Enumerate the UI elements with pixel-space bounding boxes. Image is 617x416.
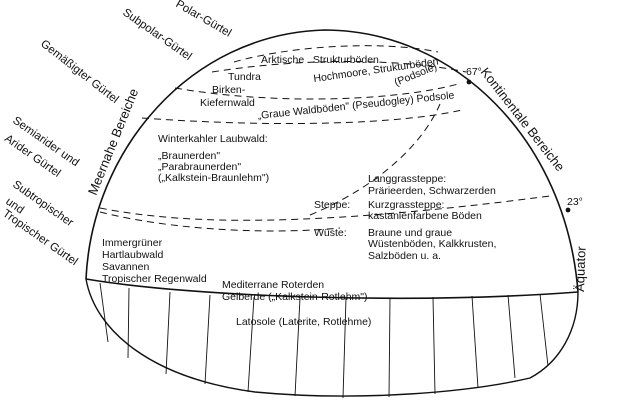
zone-tundra-1: Tundra [228, 71, 261, 83]
boundary-subpolar [211, 61, 467, 73]
belt-subpolar: Subpolar-Gürtel [120, 7, 193, 63]
zone-winter-1: „Braunerden" [158, 150, 220, 162]
zone-tropic-2: Hartlaubwald [102, 249, 163, 261]
zone-longgrass-2: Prärieerden, Schwarzerden [368, 185, 496, 197]
zone-tundra-2: Birken- [212, 84, 246, 96]
zone-arctic: Arktische Strukturböden [261, 54, 379, 66]
zone-desert-2: Wüstenböden, Kalkkrusten, [368, 238, 496, 250]
zone-winter-3: („Kalkstein-Braunlehm") [158, 172, 269, 184]
boundary-steppe-desert [99, 211, 341, 232]
lat23-label: 23° [567, 196, 583, 208]
zone-tundra-3: Kiefernwald [200, 97, 255, 109]
zone-med-1: Mediterrane Roterden [222, 279, 324, 291]
belt-polar: Polar-Gürtel [174, 0, 234, 40]
boundary-temperate [174, 83, 459, 100]
region-continental: Kontinentale Bereiche [478, 65, 568, 174]
zone-tropic-1: Immergrüner [102, 237, 163, 249]
zone-tropic-4: Tropischer Regenwald [102, 273, 207, 285]
zone-shortgrass-1: Kurzgrassteppe: [368, 199, 444, 211]
zone-desert-label: Wüste: [314, 227, 347, 239]
boundary-arctic [233, 45, 439, 63]
lat23-marker [565, 207, 571, 213]
zone-desert-1: Braune und graue [368, 227, 452, 239]
zone-grey-forest: „Graue Waldböden" (Pseudogley) Podsole [257, 89, 455, 122]
zone-winter-2: „Parabraunerden" [158, 161, 241, 173]
zone-shortgrass-2: kastanienfarbene Böden [368, 210, 482, 222]
zone-tropic-3: Savannen [102, 261, 149, 273]
lat67-marker [466, 79, 472, 85]
zone-longgrass-1: Langgrassteppe: [368, 173, 446, 185]
boundary-subtropical [99, 195, 551, 221]
lat67-label: 67° [466, 66, 482, 78]
zone-med-2: Gelberde („Kalkstein-Rotlehm") [222, 291, 368, 303]
band-meridians [99, 282, 549, 399]
zone-steppe-label: Steppe: [314, 199, 350, 211]
hemisphere-outline [85, 29, 579, 293]
boundary-diagonal [309, 103, 441, 216]
zone-winter-title: Winterkahler Laubwald: [158, 133, 268, 145]
equator-line [85, 278, 579, 299]
zone-desert-3: Salzböden u. a. [368, 250, 441, 262]
belt-temperate: Gemäßigter Gürtel [38, 38, 120, 106]
equator-label: Äquator [572, 245, 589, 292]
zone-latosol: Latosole (Laterite, Rotlehme) [236, 316, 371, 328]
